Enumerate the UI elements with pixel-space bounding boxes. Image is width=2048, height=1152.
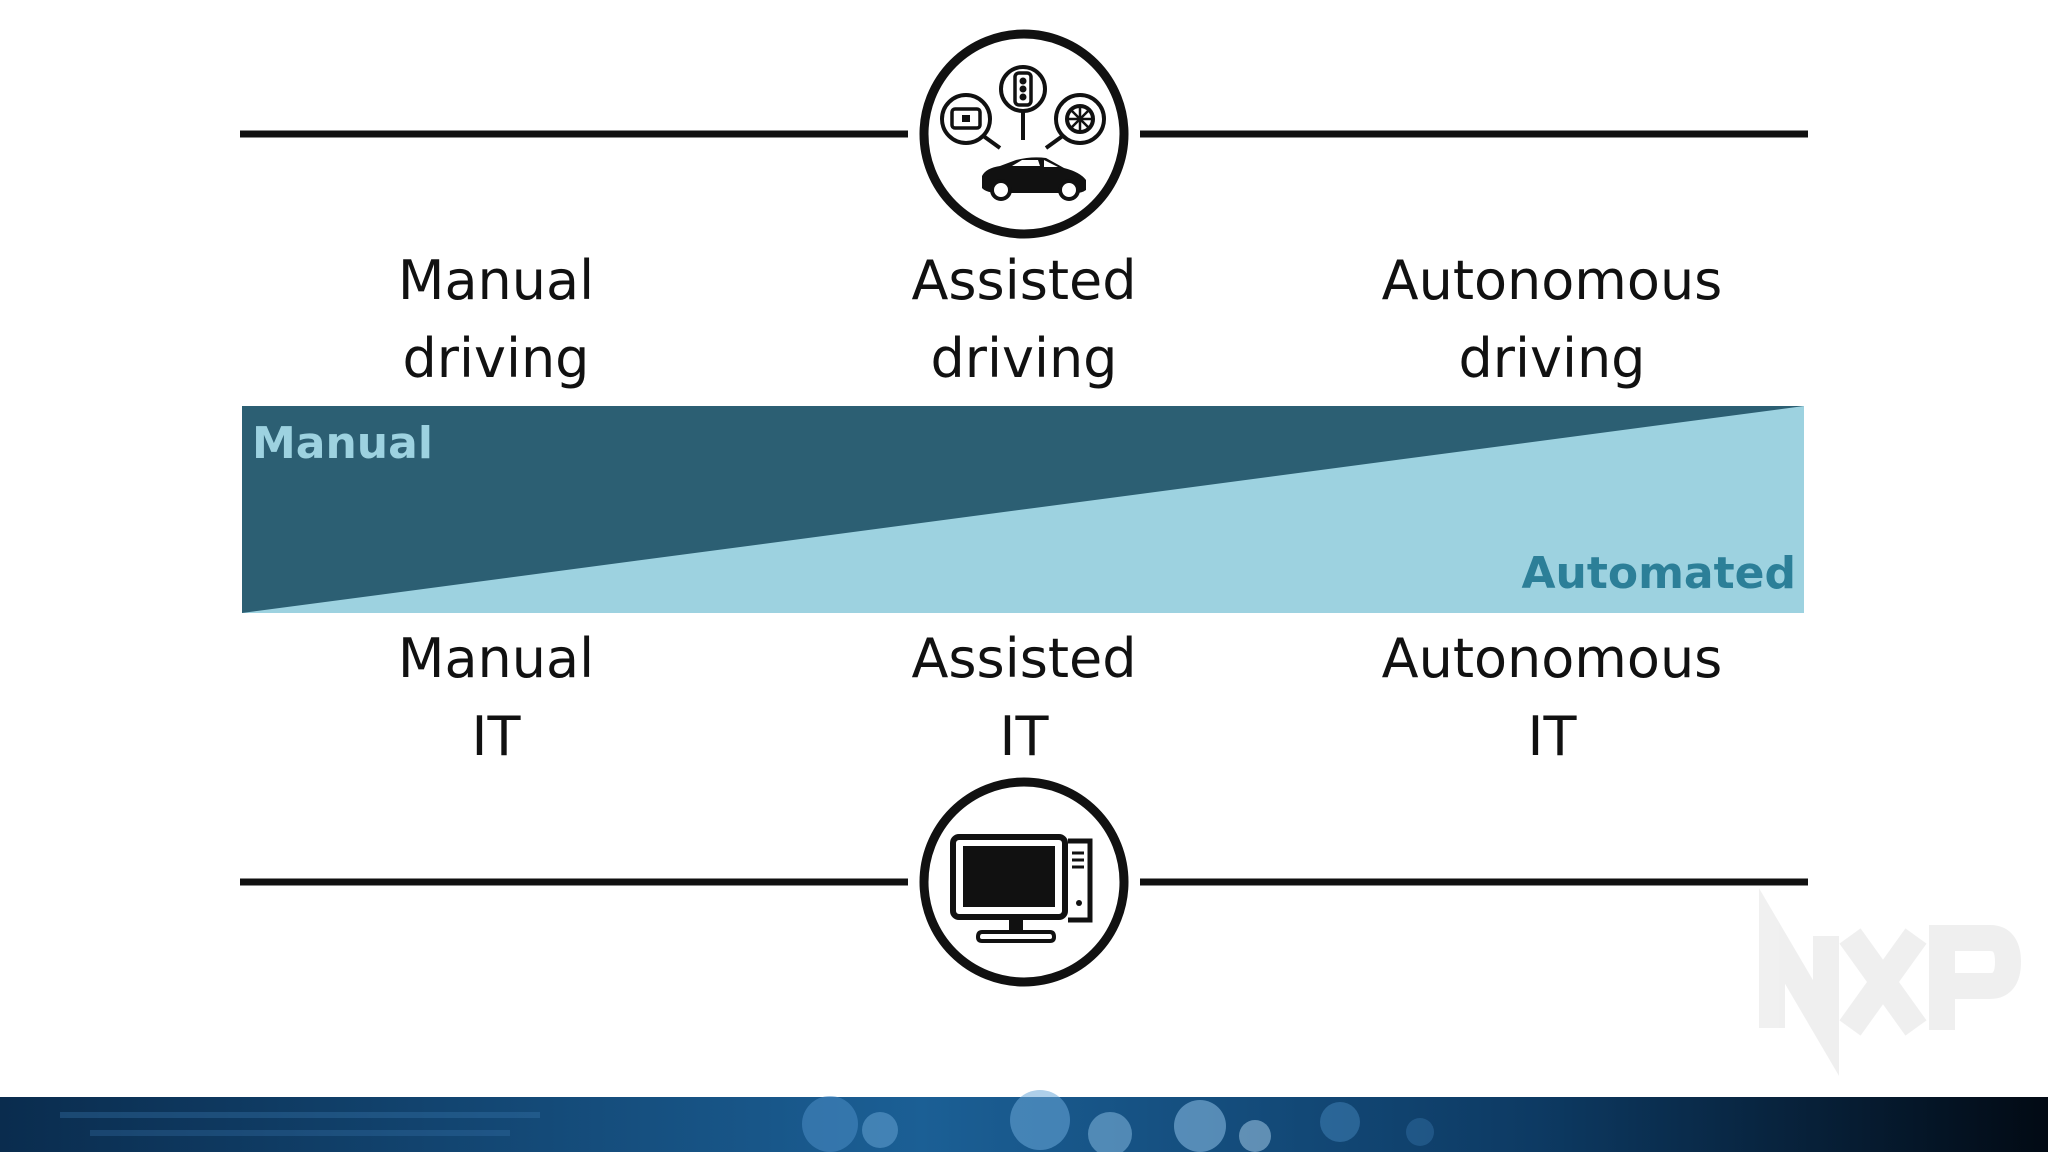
driving-label-autonomous-line1: Autonomous bbox=[1381, 249, 1723, 312]
driving-label-manual-line1: Manual bbox=[397, 249, 595, 312]
it-label-manual-line2: IT bbox=[471, 705, 521, 768]
driving-label-assisted-line1: Assisted bbox=[911, 249, 1137, 312]
it-label-manual-line1: Manual bbox=[397, 627, 595, 690]
driving-label-assisted: Assisted driving bbox=[814, 242, 1234, 398]
driving-label-autonomous-line2: driving bbox=[1458, 327, 1646, 390]
connected-car-icon bbox=[919, 29, 1129, 239]
nxp-logo bbox=[1759, 888, 2022, 1076]
it-label-autonomous-line2: IT bbox=[1527, 705, 1577, 768]
driving-label-assisted-line2: driving bbox=[930, 327, 1118, 390]
it-label-manual: Manual IT bbox=[286, 620, 706, 776]
it-label-autonomous: Autonomous IT bbox=[1342, 620, 1762, 776]
ribbon-label-automated: Automated bbox=[1521, 548, 1796, 599]
it-label-autonomous-line1: Autonomous bbox=[1381, 627, 1723, 690]
driving-label-autonomous: Autonomous driving bbox=[1342, 242, 1762, 398]
it-label-assisted-line2: IT bbox=[999, 705, 1049, 768]
ribbon-label-manual: Manual bbox=[252, 418, 433, 469]
driving-label-manual: Manual driving bbox=[286, 242, 706, 398]
manual-band bbox=[242, 406, 1804, 613]
it-label-assisted-line1: Assisted bbox=[911, 627, 1137, 690]
desktop-computer-icon bbox=[919, 777, 1129, 987]
footer-band bbox=[0, 1090, 2048, 1152]
it-label-assisted: Assisted IT bbox=[814, 620, 1234, 776]
driving-label-manual-line2: driving bbox=[402, 327, 590, 390]
manual-automated-ribbon bbox=[242, 406, 1804, 613]
